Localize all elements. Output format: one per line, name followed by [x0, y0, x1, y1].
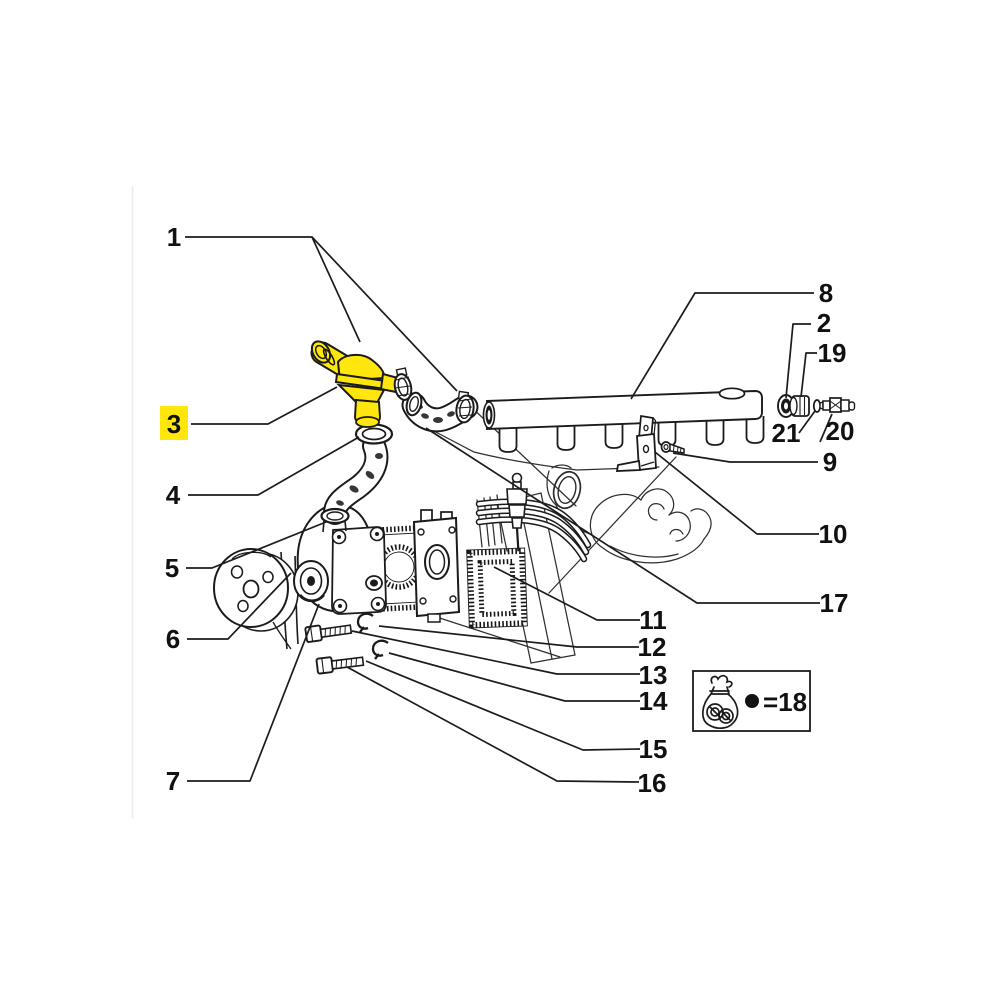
part-label-10: 10 — [819, 519, 848, 549]
part-label-7: 7 — [166, 766, 180, 796]
parts-bag-icon — [702, 674, 739, 729]
leader-12 — [378, 625, 639, 648]
leader-4 — [188, 436, 360, 496]
part-label-12: 12 — [638, 632, 667, 662]
retaining-clip — [371, 639, 389, 660]
part-label-8: 8 — [819, 278, 833, 308]
fuel-pipes — [475, 498, 592, 563]
part-label-16: 16 — [638, 768, 667, 798]
leader-6 — [187, 572, 292, 640]
bracket-screw — [660, 441, 685, 454]
legend-equals-text: =18 — [763, 687, 807, 717]
elbow-hose — [401, 390, 479, 433]
part-label-15: 15 — [639, 734, 668, 764]
part-label-11: 11 — [639, 605, 667, 635]
leader-13 — [351, 630, 640, 675]
part-label-13: 13 — [639, 660, 668, 690]
part-label-14: 14 — [639, 686, 668, 716]
part-label-21: 21 — [772, 418, 801, 448]
part-label-6: 6 — [166, 624, 180, 654]
s-hose — [320, 423, 394, 525]
leader-10 — [654, 451, 819, 535]
bolts-and-clips — [304, 612, 389, 675]
leader-15 — [365, 660, 641, 751]
part-label-3: 3 — [167, 409, 181, 439]
water-pump — [213, 503, 387, 650]
thermostat-housing-highlighted — [310, 340, 413, 428]
pulley — [213, 548, 299, 650]
leader-14 — [388, 652, 640, 702]
pipe-rail — [482, 387, 765, 453]
leader-16 — [346, 666, 640, 783]
head-port-ring — [552, 470, 582, 510]
leader-9 — [672, 452, 818, 463]
leader-11 — [493, 566, 640, 621]
bolt — [315, 656, 365, 675]
hose-flange-ring — [354, 423, 394, 445]
part-label-19: 19 — [818, 338, 847, 368]
part-label-5: 5 — [165, 553, 179, 583]
rail-top-boss — [718, 387, 746, 400]
leader-3 — [191, 386, 338, 425]
leader-8 — [630, 292, 814, 400]
gasket-frame — [466, 547, 528, 629]
union-fitting — [789, 395, 810, 417]
part-label-4: 4 — [166, 480, 181, 510]
hose-lower-flange — [320, 507, 350, 525]
leader-20 — [819, 413, 833, 443]
head-sensor-unit — [506, 472, 528, 562]
leader-5 — [186, 521, 327, 569]
bolt — [304, 624, 353, 643]
leader-1 — [185, 236, 458, 392]
leader-7 — [187, 603, 320, 782]
part-label-20: 20 — [826, 416, 855, 446]
leader-19 — [800, 352, 817, 398]
mount-bracket — [615, 432, 657, 472]
legend-box: =18 — [692, 670, 811, 732]
thermostat-cover-plate — [412, 509, 461, 623]
leader-lines — [185, 236, 833, 783]
temperature-sensor — [819, 397, 856, 413]
part-label-highlight — [160, 406, 188, 440]
hose-clamp — [455, 390, 475, 424]
filled-dot-icon — [745, 694, 759, 708]
part-label-2: 2 — [817, 308, 831, 338]
part-label-17: 17 — [820, 588, 849, 618]
pump-body — [293, 503, 387, 615]
part-label-1: 1 — [167, 222, 181, 252]
leader-17 — [425, 427, 820, 604]
leader-2 — [785, 323, 811, 399]
leader-21 — [798, 410, 816, 434]
o-ring — [812, 399, 822, 413]
hose-clamp — [393, 367, 413, 401]
part-label-9: 9 — [823, 447, 837, 477]
retaining-clip — [356, 612, 374, 633]
